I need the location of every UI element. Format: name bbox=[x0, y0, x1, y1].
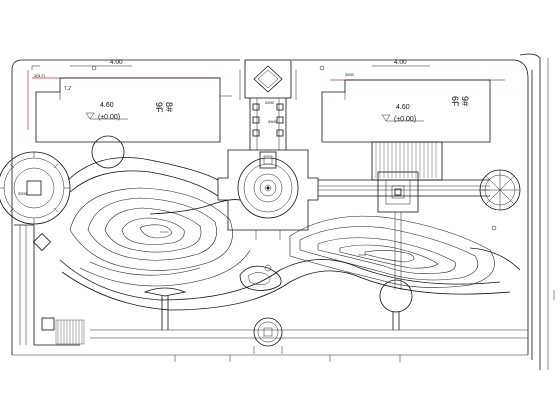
left-paths bbox=[14, 135, 219, 346]
fountain-icon bbox=[266, 186, 270, 190]
landscape-mound-left bbox=[69, 187, 251, 287]
svg-text:3900: 3900 bbox=[18, 191, 28, 196]
round-kiosk-right bbox=[379, 279, 413, 330]
dim-label-top-left: 4.00 bbox=[110, 59, 123, 66]
right-pavilion bbox=[371, 141, 443, 290]
right-rotunda bbox=[479, 169, 521, 231]
building-9-floors: 6F bbox=[450, 96, 460, 107]
building-9-label: 9# 6F bbox=[450, 96, 470, 107]
landscape-mound-right bbox=[289, 215, 495, 288]
umbrella-pavilion bbox=[143, 287, 187, 330]
building-8 bbox=[35, 77, 232, 143]
svg-text:3900: 3900 bbox=[268, 119, 278, 124]
building-9-relative-elevation: (±0.00) bbox=[394, 116, 416, 123]
elevation-marker-icon bbox=[85, 112, 95, 120]
misc-symbols bbox=[31, 65, 555, 300]
building-8-elevation: 4.60 bbox=[100, 102, 114, 109]
svg-text:3(N,T): 3(N,T) bbox=[34, 73, 46, 78]
central-plaza bbox=[217, 149, 319, 240]
building-8-label: 8# 9F bbox=[154, 102, 174, 113]
building-9 bbox=[321, 79, 491, 143]
elevation-marker-icon bbox=[381, 114, 391, 122]
south-gazebo bbox=[253, 317, 283, 354]
building-8-side-dim: 7.2 bbox=[64, 86, 71, 92]
dim-label-top-right: 4.00 bbox=[394, 59, 407, 66]
svg-text:3900: 3900 bbox=[265, 100, 275, 105]
building-9-elevation: 4.60 bbox=[396, 104, 410, 111]
building-8-relative-elevation: (±0.00) bbox=[98, 114, 120, 121]
left-rotunda bbox=[0, 151, 71, 225]
site-boundary bbox=[11, 53, 549, 370]
landscape-paths-curved bbox=[59, 199, 521, 311]
building-8-number: 8# bbox=[164, 102, 174, 112]
building-8-floors: 9F bbox=[154, 102, 164, 113]
building-9-number: 9# bbox=[460, 96, 470, 106]
entrance-pavilion bbox=[244, 59, 292, 99]
central-walkway bbox=[249, 98, 287, 150]
svg-text:3900: 3900 bbox=[345, 72, 355, 77]
